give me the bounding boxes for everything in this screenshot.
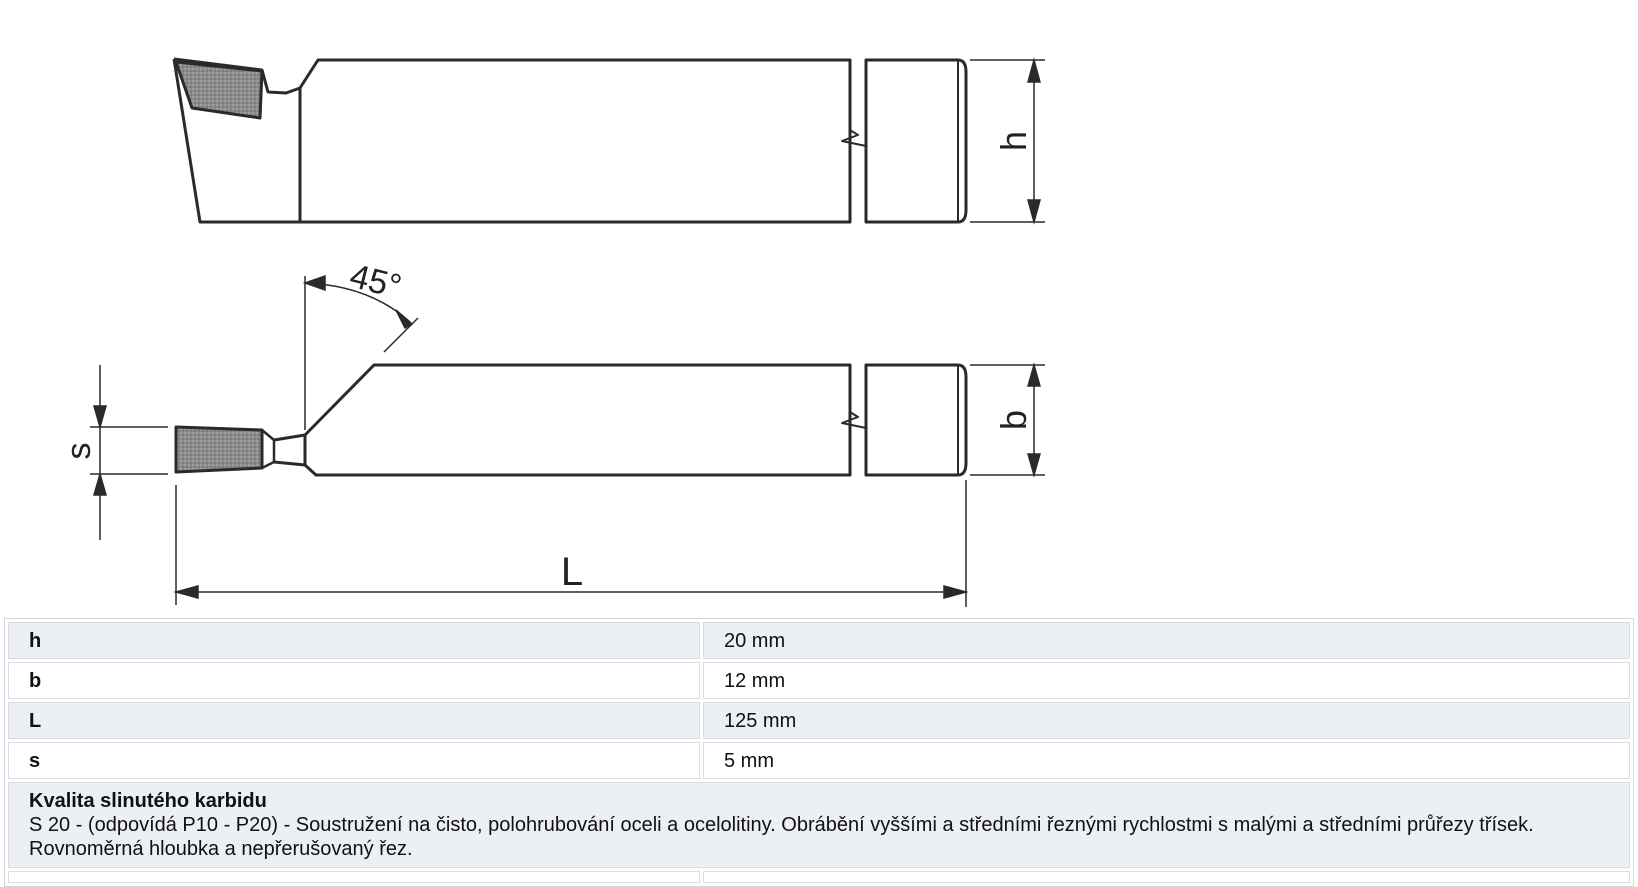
angle-dimension bbox=[302, 274, 419, 430]
param-value-b: 12 mm bbox=[703, 662, 1630, 699]
label-angle: 45° bbox=[346, 257, 405, 306]
param-value-s: 5 mm bbox=[703, 742, 1630, 779]
break-mark-side bbox=[841, 129, 867, 147]
quality-description: S 20 - (odpovídá P10 - P20) - Soustružen… bbox=[29, 814, 1534, 860]
tool-shank-end-top bbox=[864, 363, 968, 477]
param-value-h: 20 mm bbox=[703, 622, 1630, 659]
carbide-insert-top bbox=[174, 425, 264, 474]
param-value-L: 125 mm bbox=[703, 702, 1630, 739]
label-h: h bbox=[993, 131, 1034, 151]
param-name-b: b bbox=[8, 662, 700, 699]
param-name-L: L bbox=[8, 702, 700, 739]
quality-title: Kvalita slinutého karbidu bbox=[29, 790, 267, 812]
label-L: L bbox=[561, 550, 583, 594]
technical-drawing-svg: h 45° b bbox=[60, 57, 1045, 607]
top-view bbox=[174, 363, 968, 477]
dimension-L bbox=[173, 480, 969, 607]
label-b: b bbox=[993, 410, 1034, 430]
dimension-h bbox=[970, 57, 1045, 225]
tool-body-top bbox=[303, 363, 852, 477]
tool-drawing: h 45° b bbox=[60, 57, 1045, 607]
table-row: L 125 mm bbox=[8, 702, 1630, 739]
dimension-s bbox=[90, 365, 168, 540]
table-row-partial bbox=[8, 871, 1630, 883]
table-row: b 12 mm bbox=[8, 662, 1630, 699]
table-row: s 5 mm bbox=[8, 742, 1630, 779]
quality-row: Kvalita slinutého karbidu S 20 - (odpoví… bbox=[8, 782, 1630, 868]
break-mark-top bbox=[841, 411, 867, 429]
side-view bbox=[172, 57, 968, 224]
label-s: s bbox=[60, 443, 98, 460]
param-name-s: s bbox=[8, 742, 700, 779]
parameters-table: h 20 mm b 12 mm L 125 mm s 5 mm Kvalita … bbox=[4, 618, 1634, 887]
param-name-h: h bbox=[8, 622, 700, 659]
quality-cell: Kvalita slinutého karbidu S 20 - (odpoví… bbox=[8, 782, 1630, 868]
carbide-insert-side bbox=[174, 60, 264, 120]
table-row: h 20 mm bbox=[8, 622, 1630, 659]
dimension-b bbox=[970, 362, 1045, 478]
tool-shank-end-side bbox=[864, 58, 968, 224]
tool-body-side bbox=[172, 58, 852, 224]
